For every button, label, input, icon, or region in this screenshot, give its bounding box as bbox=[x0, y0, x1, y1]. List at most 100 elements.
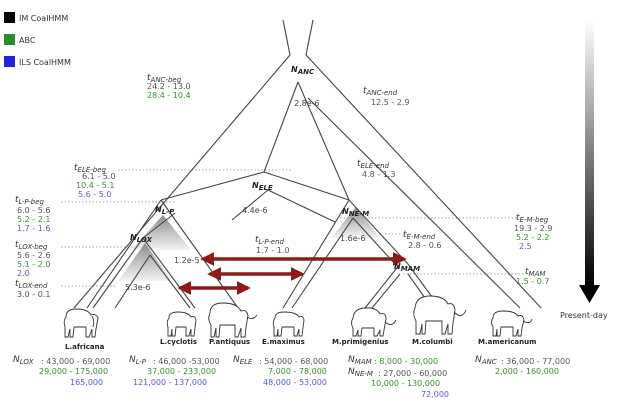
node-mam-label: NMAM bbox=[394, 262, 420, 273]
svg-text:tMAM: tMAM bbox=[525, 267, 545, 278]
svg-text:NMAM: NMAM bbox=[348, 355, 372, 366]
svg-text:12.5 - 2.9: 12.5 - 2.9 bbox=[371, 98, 410, 107]
species-label-americanum: M.americanum bbox=[478, 338, 536, 346]
svg-text:: 46,000 -53,000: : 46,000 -53,000 bbox=[153, 357, 220, 366]
svg-text:tELE-beg: tELE-beg bbox=[74, 163, 107, 174]
svg-text:NANC: NANC bbox=[475, 355, 497, 366]
svg-text:1.7 - 1.0: 1.7 - 1.0 bbox=[256, 246, 289, 255]
svg-text:tL-P-beg: tL-P-beg bbox=[15, 195, 45, 206]
node-ele-label: NELE bbox=[252, 181, 273, 192]
ne-lox: NLOX : 43,000 - 69,000 29,000 - 175,000 … bbox=[13, 355, 110, 387]
time-em-beg: tE-M-beg 19.3 - 2.9 5.2 - 2.2 2.5 bbox=[514, 213, 553, 251]
svg-text:: 27,000 - 60,000: : 27,000 - 60,000 bbox=[378, 369, 447, 378]
rate-lp: 1.2e-5 bbox=[174, 256, 200, 265]
svg-text:2,000 - 160,000: 2,000 - 160,000 bbox=[495, 367, 559, 376]
svg-text:2.5: 2.5 bbox=[519, 242, 532, 251]
rate-lox: 5.3e-6 bbox=[125, 283, 151, 292]
species-illustrations bbox=[63, 295, 533, 338]
species-label-africana: L.africana bbox=[65, 343, 105, 351]
node-lox-label: NLOX bbox=[130, 233, 153, 244]
time-em-end: tE-M-end 2.8 - 0.6 bbox=[403, 230, 441, 250]
svg-text:: 43,000 - 69,000: : 43,000 - 69,000 bbox=[41, 357, 110, 366]
ne-mam: NMAM : 8,000 - 30,000 bbox=[348, 355, 438, 366]
svg-text:4.8 - 1.3: 4.8 - 1.3 bbox=[362, 170, 395, 179]
elephant-icon-maximus bbox=[272, 311, 305, 337]
svg-text:: 36,000 - 77,000: : 36,000 - 77,000 bbox=[501, 357, 570, 366]
svg-text:2.8 - 0.6: 2.8 - 0.6 bbox=[408, 241, 441, 250]
mastodon-icon-americanum bbox=[491, 310, 533, 337]
ne-nem: NNE-M : 27,000 - 60,000 10,000 - 130,000… bbox=[348, 367, 449, 399]
elephant-icon-africana bbox=[63, 308, 99, 338]
svg-text:2.0: 2.0 bbox=[17, 269, 30, 278]
legend-label-abc: ABC bbox=[19, 36, 36, 45]
svg-text:29,000 - 175,000: 29,000 - 175,000 bbox=[39, 367, 108, 376]
svg-text:tE-M-end: tE-M-end bbox=[403, 230, 436, 241]
elephant-icon-cyclotis bbox=[166, 311, 197, 337]
node-anc-label: NANC bbox=[291, 65, 315, 76]
legend-swatch-ils bbox=[4, 56, 15, 67]
mammoth-icon-primigenius bbox=[351, 307, 397, 337]
present-day-label: Present-day bbox=[560, 311, 608, 320]
svg-text:10,000 - 130,000: 10,000 - 130,000 bbox=[371, 379, 440, 388]
time-ele-beg: tELE-beg 6.1 - 5.0 10.4 - 5.1 5.6 - 5.0 bbox=[74, 163, 115, 199]
svg-text:: 8,000 - 30,000: : 8,000 - 30,000 bbox=[374, 357, 438, 366]
time-lox-end: tLOX-end 3.0 - 0.1 bbox=[15, 279, 50, 299]
svg-text:1.7 - 1.6: 1.7 - 1.6 bbox=[17, 224, 50, 233]
species-label-maximus: E.maximus bbox=[262, 338, 305, 346]
legend: IM CoalHMM ABC ILS CoalHMM bbox=[4, 12, 71, 67]
gene-flow-arrows bbox=[177, 252, 407, 295]
svg-text:tE-M-beg: tE-M-beg bbox=[516, 213, 549, 224]
time-anc-end: tANC-end 12.5 - 2.9 bbox=[363, 86, 410, 107]
svg-text:72,000: 72,000 bbox=[421, 390, 449, 399]
species-label-primigenius: M.primigenius bbox=[332, 338, 388, 346]
time-lp-end: tL-P-end 1.7 - 1.0 bbox=[255, 235, 289, 255]
svg-text:5.6 - 5.0: 5.6 - 5.0 bbox=[78, 190, 111, 199]
node-nem-label: NNE-M bbox=[342, 207, 369, 218]
svg-text:6.0 - 5.6: 6.0 - 5.6 bbox=[17, 206, 50, 215]
rate-anc: 2.8e-6 bbox=[294, 99, 320, 108]
elephant-icon-antiquus bbox=[208, 302, 258, 338]
species-label-columbi: M.columbi bbox=[412, 338, 453, 346]
svg-text:7,000 - 78,000: 7,000 - 78,000 bbox=[268, 367, 327, 376]
svg-text:5.6 - 2.6: 5.6 - 2.6 bbox=[17, 251, 50, 260]
svg-text:NLOX: NLOX bbox=[13, 355, 34, 366]
svg-text:5.2 - 2.1: 5.2 - 2.1 bbox=[17, 215, 50, 224]
svg-text:tANC-beg: tANC-beg bbox=[147, 73, 182, 84]
species-label-antiquus: P.antiquus bbox=[209, 338, 250, 346]
svg-text:121,000 - 137,000: 121,000 - 137,000 bbox=[133, 378, 207, 387]
tree-branches bbox=[73, 19, 542, 309]
svg-text:tELE-end: tELE-end bbox=[357, 159, 390, 170]
time-anc-beg: tANC-beg 24.2 - 13.0 28.4 - 10.4 bbox=[147, 73, 191, 100]
svg-text:NNE-M: NNE-M bbox=[348, 367, 373, 378]
svg-text:5.1 - 2.0: 5.1 - 2.0 bbox=[17, 260, 50, 269]
node-lp-label: NL-P bbox=[155, 205, 175, 216]
svg-text:1.5 - 0.7: 1.5 - 0.7 bbox=[516, 277, 549, 286]
ne-anc: NANC : 36,000 - 77,000 2,000 - 160,000 bbox=[475, 355, 570, 376]
svg-text:10.4 - 5.1: 10.4 - 5.1 bbox=[76, 181, 115, 190]
svg-text:NELE: NELE bbox=[233, 355, 253, 366]
svg-text:3.0 - 0.1: 3.0 - 0.1 bbox=[17, 290, 50, 299]
time-lox-beg: tLOX-beg 5.6 - 2.6 5.1 - 2.0 2.0 bbox=[15, 240, 50, 278]
rate-nem: 1.6e-6 bbox=[340, 234, 366, 243]
svg-text:5.2 - 2.2: 5.2 - 2.2 bbox=[516, 233, 549, 242]
svg-text:165,000: 165,000 bbox=[70, 378, 103, 387]
time-arrow: Present-day bbox=[560, 20, 608, 320]
svg-text:48,000 - 53,000: 48,000 - 53,000 bbox=[263, 378, 327, 387]
legend-label-im: IM CoalHMM bbox=[19, 14, 68, 23]
legend-swatch-im bbox=[4, 12, 15, 23]
legend-label-ils: ILS CoalHMM bbox=[19, 58, 71, 67]
mammoth-icon-columbi bbox=[413, 295, 467, 335]
svg-text:28.4 - 10.4: 28.4 - 10.4 bbox=[147, 91, 191, 100]
svg-text:tL-P-end: tL-P-end bbox=[255, 235, 285, 246]
species-label-cyclotis: L.cyclotis bbox=[160, 338, 197, 346]
svg-text:NL-P: NL-P bbox=[129, 355, 147, 366]
time-ele-end: tELE-end 4.8 - 1.3 bbox=[357, 159, 395, 179]
time-mam: tMAM 1.5 - 0.7 bbox=[516, 267, 549, 286]
rate-ele: 4.4e-6 bbox=[242, 206, 268, 215]
ne-ele: NELE : 54,000 - 68,000 7,000 - 78,000 48… bbox=[233, 355, 328, 387]
time-lp-beg: tL-P-beg 6.0 - 5.6 5.2 - 2.1 1.7 - 1.6 bbox=[15, 195, 50, 233]
ne-lp: NL-P : 46,000 -53,000 37,000 - 233,000 1… bbox=[129, 355, 220, 387]
svg-text:37,000 - 233,000: 37,000 - 233,000 bbox=[147, 367, 216, 376]
svg-text:24.2 - 13.0: 24.2 - 13.0 bbox=[147, 82, 191, 91]
